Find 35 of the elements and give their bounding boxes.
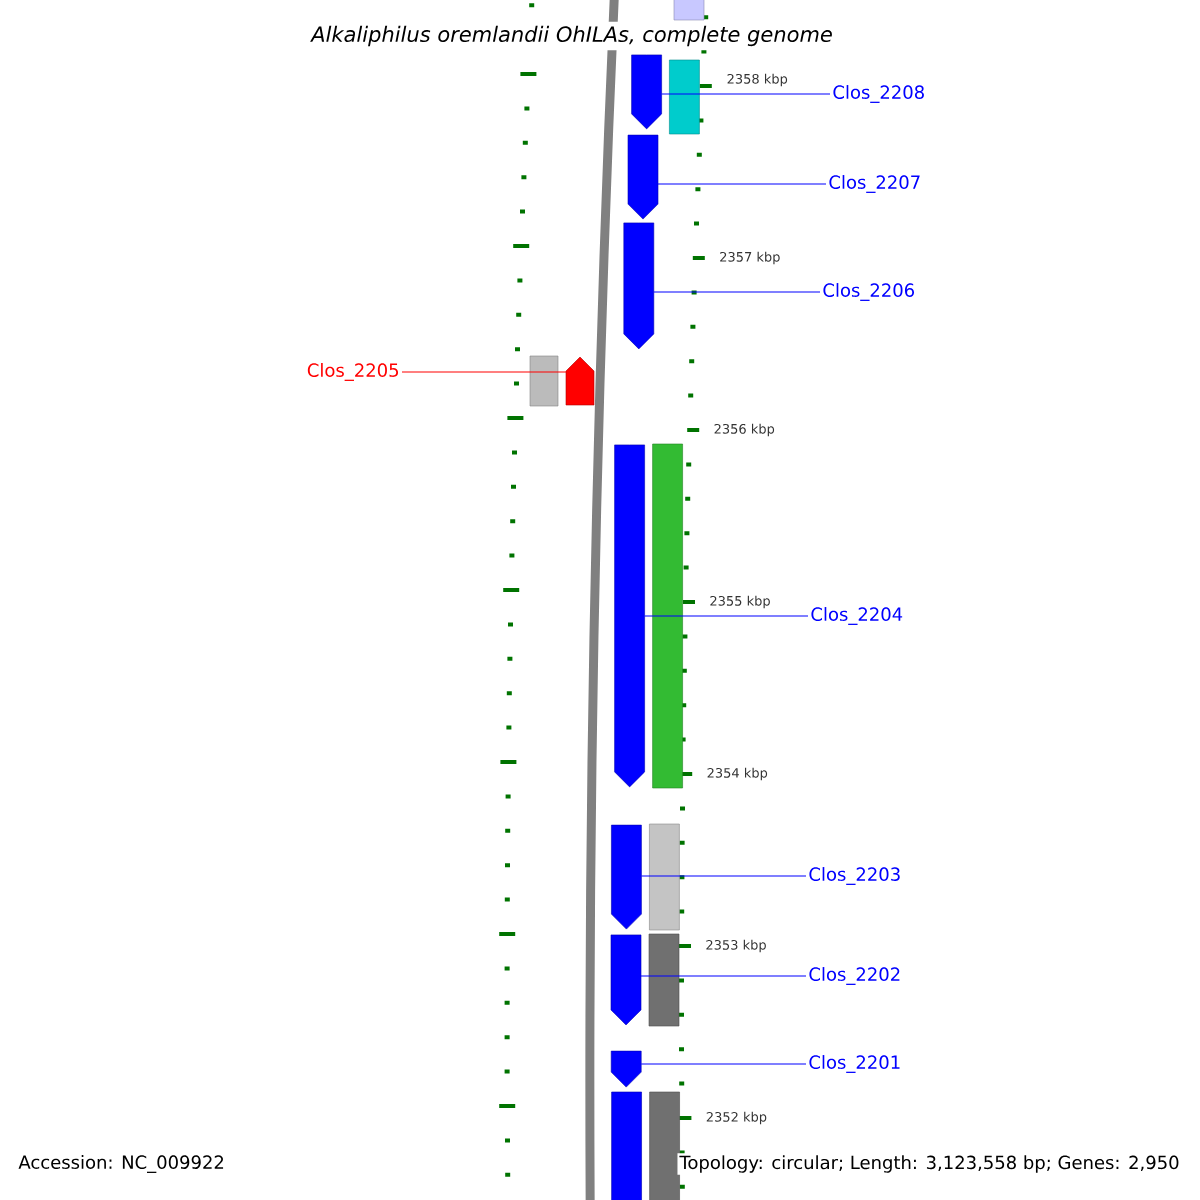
title: Alkaliphilus oremlandii OhILAs, complete genome bbox=[307, 21, 837, 51]
leader-line bbox=[644, 615, 809, 617]
leader-line bbox=[401, 371, 567, 373]
gene-block bbox=[631, 54, 662, 130]
gene-block bbox=[673, 0, 705, 21]
gene-block bbox=[611, 824, 642, 930]
gene-block bbox=[610, 1050, 642, 1088]
leader-line bbox=[661, 93, 831, 95]
gene-block bbox=[627, 134, 659, 220]
gene-block bbox=[669, 59, 700, 135]
gene-label: Clos_2205 bbox=[307, 363, 398, 381]
gene-label: Clos_2208 bbox=[833, 85, 924, 103]
gene-block bbox=[623, 222, 655, 350]
gene-label: Clos_2201 bbox=[809, 1055, 900, 1073]
footer-text: Topology: circular; Length: 3,123,558 bp; Genes: 2,950 bbox=[677, 1153, 1182, 1175]
leader-line bbox=[640, 1063, 807, 1065]
footer-text: Accession: NC_009922 bbox=[18, 1155, 224, 1173]
gene-label: Clos_2206 bbox=[823, 283, 915, 301]
gene-label: Clos_2207 bbox=[829, 175, 920, 193]
gene-block bbox=[648, 933, 680, 1027]
gene-block bbox=[565, 356, 595, 406]
gene-block bbox=[652, 443, 683, 789]
gene-block bbox=[614, 444, 645, 788]
leader-line bbox=[657, 183, 827, 185]
gene-block bbox=[529, 355, 559, 407]
leader-line bbox=[640, 875, 807, 877]
gene-block bbox=[649, 823, 680, 931]
gene-block bbox=[649, 1091, 680, 1200]
leader-line bbox=[653, 291, 821, 293]
gene-block bbox=[611, 1091, 642, 1200]
gene-label: Clos_2202 bbox=[809, 967, 900, 985]
gene-label: Clos_2204 bbox=[811, 607, 903, 625]
gene-block bbox=[610, 934, 642, 1026]
leader-line bbox=[640, 975, 807, 977]
gene-label: Clos_2203 bbox=[809, 867, 900, 885]
